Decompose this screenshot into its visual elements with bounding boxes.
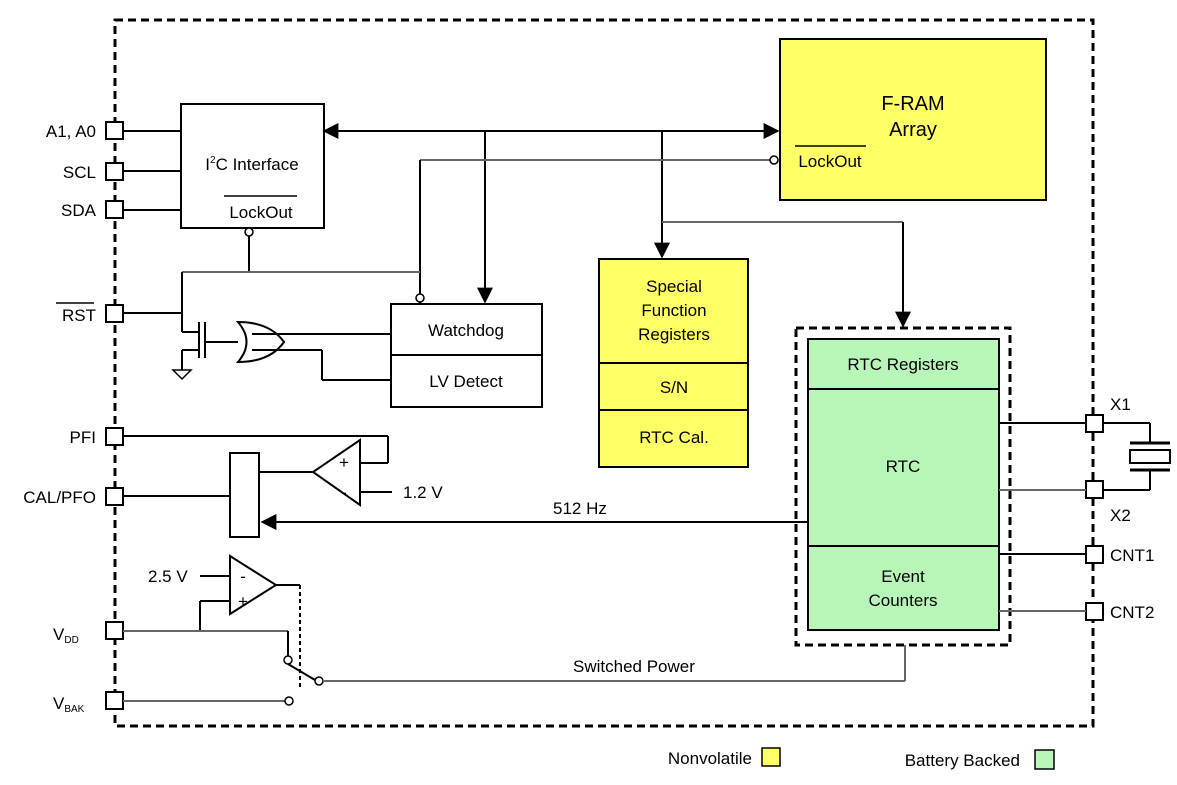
watchdog-lvdetect-block: Watchdog LV Detect [390, 303, 543, 408]
pin-a1a0[interactable]: A1, A0 [46, 121, 124, 141]
pin-x1-label: X1 [1110, 395, 1131, 414]
crystal-symbol [1103, 422, 1171, 491]
fram-label-line2: Array [889, 119, 937, 141]
pin-a1a0-label: A1, A0 [46, 122, 96, 141]
wiring [123, 123, 1086, 706]
pin-sda[interactable]: SDA [61, 200, 124, 220]
sfr-label-line3: Registers [638, 325, 710, 344]
comparator-minus: - [341, 483, 347, 502]
comparator-plus: + [339, 453, 349, 472]
fram-label-line1: F-RAM [881, 93, 944, 115]
voltage-2-5v-label: 2.5 V [148, 567, 188, 586]
i2c-interface-label: I2C Interface [205, 155, 298, 174]
pin-sda-label: SDA [61, 201, 97, 220]
fram-array-block: F-RAM Array LockOut [779, 38, 1047, 201]
pin-cnt2[interactable]: CNT2 [1085, 602, 1154, 622]
pin-cnt2-label: CNT2 [1110, 603, 1154, 622]
pin-scl[interactable]: SCL [63, 162, 124, 182]
legend-battery-backed-label: Battery Backed [905, 751, 1020, 770]
pin-vdd-label: VDD [53, 625, 79, 646]
comparator2-minus: - [240, 567, 246, 586]
lv-detect-label: LV Detect [429, 372, 503, 391]
sfr-label-line1: Special [646, 277, 702, 296]
sfr-label-line2: Function [641, 301, 706, 320]
i2c-lockout-label: LockOut [229, 203, 293, 222]
pin-cal-pfo[interactable]: CAL/PFO [23, 487, 124, 507]
pin-x1[interactable]: X1 [1085, 395, 1131, 433]
clock-512hz-label: 512 Hz [553, 499, 607, 518]
legend-battery-backed-swatch [1034, 749, 1055, 770]
legend-nonvolatile-label: Nonvolatile [668, 749, 752, 768]
pin-vbak[interactable]: VBAK [53, 691, 124, 715]
rtc-registers-label: RTC Registers [847, 355, 958, 374]
switched-power-label: Switched Power [573, 657, 695, 676]
i2c-interface-block: I2C Interface LockOut [180, 103, 325, 229]
voltage-1-2v-label: 1.2 V [403, 483, 443, 502]
pin-vbak-label: VBAK [53, 694, 85, 715]
rtc-label: RTC [886, 457, 921, 476]
event-counters-line2: Counters [869, 591, 938, 610]
pin-cal-pfo-label: CAL/PFO [23, 488, 96, 507]
rtc-cal-label: RTC Cal. [639, 428, 709, 447]
pin-scl-label: SCL [63, 163, 96, 182]
legend: Nonvolatile Battery Backed [668, 747, 1055, 770]
watchdog-label: Watchdog [428, 321, 504, 340]
pin-pfi-label: PFI [70, 428, 96, 447]
pin-rst-label: RST [62, 306, 96, 325]
pin-x2-label: X2 [1110, 506, 1131, 525]
special-function-registers-block: Special Function Registers S/N RTC Cal. [598, 258, 749, 468]
legend-nonvolatile-swatch [761, 747, 781, 767]
pin-pfi[interactable]: PFI [70, 427, 124, 447]
chip-boundary [113, 18, 1095, 728]
pin-cnt1[interactable]: CNT1 [1085, 545, 1154, 565]
comparator2-plus: + [238, 592, 248, 611]
pin-vdd[interactable]: VDD [53, 621, 124, 646]
battery-backed-rtc-group: RTC Registers RTC Event Counters [794, 326, 1012, 647]
fram-lockout-label: LockOut [798, 152, 862, 171]
cal-pfo-mux [229, 452, 260, 538]
sn-label: S/N [660, 378, 688, 397]
pin-rst[interactable]: RST [56, 302, 124, 325]
pin-cnt1-label: CNT1 [1110, 546, 1154, 565]
event-counters-line1: Event [881, 567, 925, 586]
